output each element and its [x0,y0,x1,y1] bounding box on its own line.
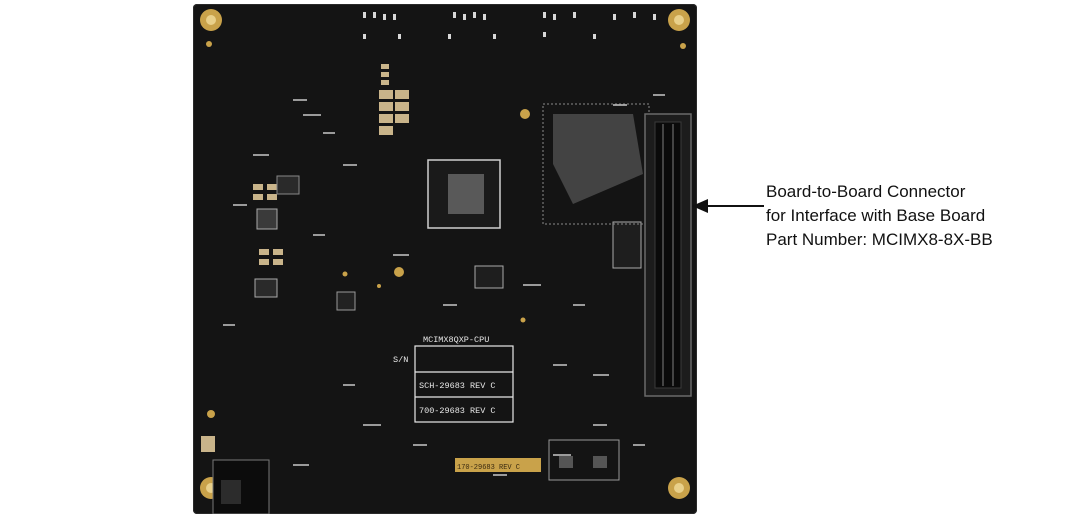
label-boxes [414,345,541,472]
soc-footprint [427,103,650,229]
callout-line-1: Board-to-Board Connector [766,182,966,201]
bottom-left-jack [201,436,270,514]
pcb-drawing [200,9,692,514]
test-points [342,109,530,323]
callout-line-3: Part Number: MCIMX8-8X-BB [766,230,993,249]
callout-line-2: for Interface with Base Board [766,206,986,225]
pcb-board-photo: MCIMX8QXP-CPU S/N SCH-29683 REV C 700-29… [193,4,697,514]
capacitors [253,64,409,265]
bottom-right-header [548,439,620,481]
b2b-connector [644,113,692,397]
left-power-chips [254,175,642,311]
callout-arrow [692,199,764,213]
silkscreen-marks [223,94,665,476]
top-components [363,12,656,39]
mounting-holes [200,9,690,499]
callout-text: Board-to-Board Connector for Interface w… [766,180,993,252]
